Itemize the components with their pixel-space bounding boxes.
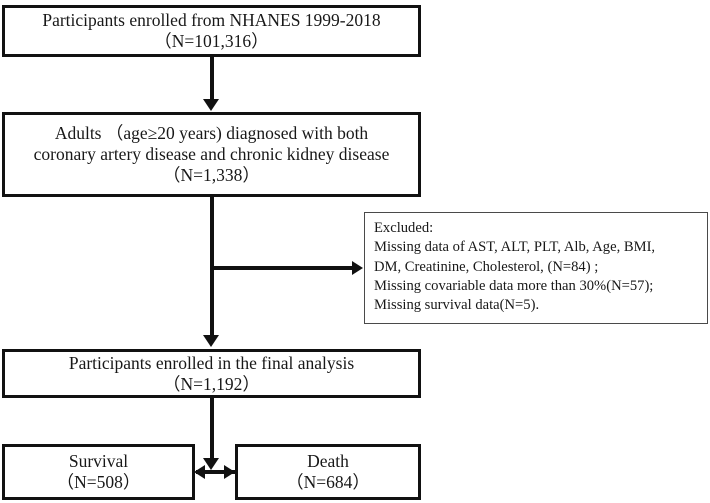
node-participants-enrolled: Participants enrolled from NHANES 1999-2… <box>2 5 421 57</box>
node-final-count: （N=1,192） <box>163 373 260 394</box>
excluded-line-missing-lab-data-part2: DM, Creatinine, Cholesterol, (N=84) ; <box>374 258 599 275</box>
node-final-analysis: Participants enrolled in the final analy… <box>2 349 421 398</box>
node-enrolled-line1: Participants enrolled from NHANES 1999-2… <box>42 10 381 30</box>
connector-enrolled-to-adults-line <box>210 57 214 101</box>
arrow-right-icon-to-death <box>224 465 235 479</box>
node-excluded-criteria: Excluded: Missing data of AST, ALT, PLT,… <box>364 212 708 324</box>
excluded-line-missing-survival: Missing survival data(N=5). <box>374 297 540 313</box>
excluded-heading: Excluded: <box>374 220 434 236</box>
node-death: Death （N=684） <box>235 444 421 500</box>
node-adults-line1: Adults （age≥20 years) diagnosed with bot… <box>54 123 369 143</box>
node-death-label: Death <box>307 451 349 471</box>
arrow-left-icon-to-survival <box>194 465 205 479</box>
arrow-down-icon-adults-to-final <box>203 335 219 347</box>
excluded-line-missing-lab-data-part1: Missing data of AST, ALT, PLT, Alb, Age,… <box>374 239 656 256</box>
node-enrolled-count: （N=101,316） <box>154 31 269 51</box>
node-adults-line2: coronary artery disease and chronic kidn… <box>33 144 390 164</box>
node-adults-count: （N=1,338） <box>163 165 260 185</box>
node-final-line1: Participants enrolled in the final analy… <box>68 352 355 373</box>
arrow-down-icon-enrolled-to-adults <box>203 99 219 111</box>
excluded-line-missing-covariable: Missing covariable data more than 30%(N=… <box>374 277 654 294</box>
node-adults-cad-ckd: Adults （age≥20 years) diagnosed with bot… <box>2 112 421 197</box>
arrow-right-icon-to-excluded <box>352 261 363 275</box>
connector-survival-death-line <box>196 470 235 474</box>
node-survival: Survival （N=508） <box>2 444 195 500</box>
node-survival-count: （N=508） <box>56 472 141 492</box>
node-survival-label: Survival <box>68 451 129 471</box>
connector-final-to-outcomes-line <box>210 398 214 460</box>
arrow-down-icon-final-to-outcomes <box>203 458 219 470</box>
connector-adults-to-excluded-line <box>212 266 358 270</box>
node-death-count: （N=684） <box>286 472 370 492</box>
